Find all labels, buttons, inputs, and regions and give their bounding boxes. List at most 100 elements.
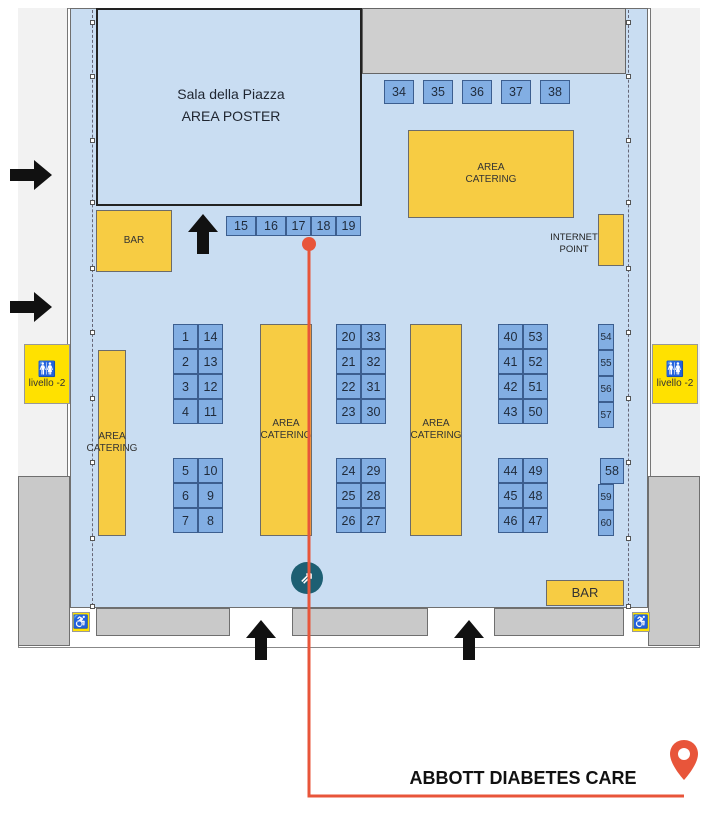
level-label: livello -2 <box>28 377 66 389</box>
booth-49: 49 <box>523 458 548 483</box>
booth-34: 34 <box>384 80 414 104</box>
internet-point-box <box>598 214 624 266</box>
bottom-corridor-left <box>18 476 70 646</box>
booth-45: 45 <box>498 483 523 508</box>
exhibitor-label: ABBOTT DIABETES CARE <box>409 768 637 788</box>
catering-center-right: AREA CATERING <box>410 324 462 536</box>
pillar <box>90 460 95 465</box>
booth-44: 44 <box>498 458 523 483</box>
toilet-icon: 🚻 <box>665 360 685 378</box>
booth-18: 18 <box>311 216 336 236</box>
catering-label-1: AREA <box>477 162 505 173</box>
bar-bottom-right: BAR <box>546 580 624 606</box>
catering-label-1: AREA <box>272 418 300 429</box>
booth-37: 37 <box>501 80 531 104</box>
internet-label-1: INTERNET <box>550 232 598 243</box>
booth-31: 31 <box>361 374 386 399</box>
poster-area-title: Sala della Piazza <box>177 86 285 102</box>
pillar <box>626 266 631 271</box>
booth-5: 5 <box>173 458 198 483</box>
booth-15: 15 <box>226 216 256 236</box>
booth-53: 53 <box>523 324 548 349</box>
pillar <box>90 330 95 335</box>
pillar <box>90 396 95 401</box>
booth-36: 36 <box>462 80 492 104</box>
booth-35: 35 <box>423 80 453 104</box>
booth-29: 29 <box>361 458 386 483</box>
entrance-arrow-icon <box>10 160 52 190</box>
catering-label-2: CATERING <box>86 443 138 454</box>
booth-6: 6 <box>173 483 198 508</box>
booth-25: 25 <box>336 483 361 508</box>
booth-59: 59 <box>598 484 614 510</box>
booth-60: 60 <box>598 510 614 536</box>
bar-label: BAR <box>123 235 145 246</box>
booth-56: 56 <box>598 376 614 402</box>
route-start-dot <box>302 237 316 251</box>
wheelchair-icon: ♿ <box>72 612 90 632</box>
catering-left: AREA CATERING <box>87 350 137 536</box>
booth-21: 21 <box>336 349 361 374</box>
booth-20: 20 <box>336 324 361 349</box>
booth-7: 7 <box>173 508 198 533</box>
poster-area: Sala della Piazza AREA POSTER <box>96 8 362 206</box>
booth-58: 58 <box>600 458 624 484</box>
booth-28: 28 <box>361 483 386 508</box>
booth-55: 55 <box>598 350 614 376</box>
booth-54: 54 <box>598 324 614 350</box>
entrance-arrow-icon <box>10 292 52 322</box>
booth-14: 14 <box>198 324 223 349</box>
booth-10: 10 <box>198 458 223 483</box>
pillar <box>626 200 631 205</box>
booth-12: 12 <box>198 374 223 399</box>
internet-point-label: INTERNET POINT <box>548 232 600 256</box>
booth-23: 23 <box>336 399 361 424</box>
booth-30: 30 <box>361 399 386 424</box>
storage-room <box>362 8 626 74</box>
booth-16: 16 <box>256 216 286 236</box>
booth-40: 40 <box>498 324 523 349</box>
booth-24: 24 <box>336 458 361 483</box>
bottom-wall-left <box>96 608 230 636</box>
pillar <box>626 536 631 541</box>
booth-22: 22 <box>336 374 361 399</box>
booth-17: 17 <box>286 216 311 236</box>
booth-57: 57 <box>598 402 614 428</box>
pillar <box>626 604 631 609</box>
catering-label-1: AREA <box>98 431 126 442</box>
pillar <box>90 536 95 541</box>
booth-43: 43 <box>498 399 523 424</box>
catering-label-1: AREA <box>422 418 450 429</box>
booth-42: 42 <box>498 374 523 399</box>
pillar <box>90 20 95 25</box>
toilet-icon: 🚻 <box>37 360 57 378</box>
booth-19: 19 <box>336 216 361 236</box>
pillar <box>626 74 631 79</box>
pillar <box>90 266 95 271</box>
bar-label: BAR <box>571 585 599 600</box>
pillar <box>626 460 631 465</box>
booth-11: 11 <box>198 399 223 424</box>
pillar <box>626 330 631 335</box>
booth-32: 32 <box>361 349 386 374</box>
catering-label-2: CATERING <box>465 174 517 185</box>
location-pin-icon <box>670 740 698 780</box>
internet-label-2: POINT <box>559 244 589 255</box>
entrance-arrow-icon <box>454 620 484 660</box>
booth-50: 50 <box>523 399 548 424</box>
pillar <box>90 74 95 79</box>
booth-27: 27 <box>361 508 386 533</box>
bottom-corridor-right <box>648 476 700 646</box>
booth-33: 33 <box>361 324 386 349</box>
bottom-wall-center <box>292 608 428 636</box>
booth-1: 1 <box>173 324 198 349</box>
booth-26: 26 <box>336 508 361 533</box>
entrance-arrow-icon <box>246 620 276 660</box>
pillar <box>626 20 631 25</box>
pillar <box>90 604 95 609</box>
booth-52: 52 <box>523 349 548 374</box>
pillar <box>626 396 631 401</box>
level-sign-left: 🚻 livello -2 <box>24 344 70 404</box>
booth-51: 51 <box>523 374 548 399</box>
